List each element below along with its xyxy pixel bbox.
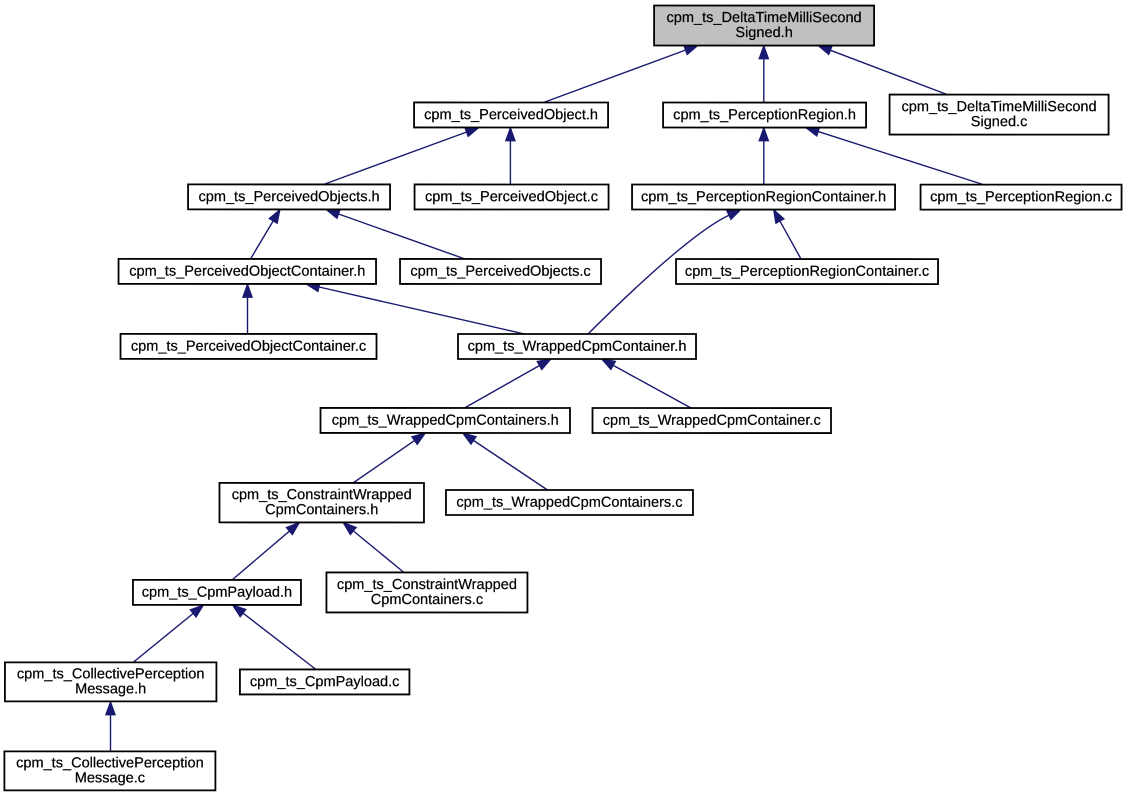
svg-text:cpm_ts_ConstraintWrapped: cpm_ts_ConstraintWrapped [337,577,517,593]
svg-text:cpm_ts_WrappedCpmContainers.h: cpm_ts_WrappedCpmContainers.h [332,413,559,429]
svg-text:CpmContainers.h: CpmContainers.h [265,502,378,518]
svg-text:Message.c: Message.c [75,770,145,786]
svg-text:cpm_ts_PerceivedObjects.c: cpm_ts_PerceivedObjects.c [410,264,590,280]
svg-text:cpm_ts_DeltaTimeMilliSecond: cpm_ts_DeltaTimeMilliSecond [667,10,862,26]
svg-text:cpm_ts_WrappedCpmContainer.c: cpm_ts_WrappedCpmContainer.c [603,413,821,429]
svg-text:CpmContainers.c: CpmContainers.c [371,592,483,608]
svg-text:Signed.h: Signed.h [735,25,792,41]
svg-text:cpm_ts_WrappedCpmContainer.h: cpm_ts_WrappedCpmContainer.h [468,339,687,355]
svg-text:Signed.c: Signed.c [971,114,1028,130]
svg-text:cpm_ts_CollectivePerception: cpm_ts_CollectivePerception [16,755,204,771]
svg-text:cpm_ts_ConstraintWrapped: cpm_ts_ConstraintWrapped [232,487,412,503]
svg-text:cpm_ts_CpmPayload.c: cpm_ts_CpmPayload.c [250,674,400,690]
svg-text:cpm_ts_PerceptionRegionContain: cpm_ts_PerceptionRegionContainer.h [641,189,886,205]
svg-text:cpm_ts_PerceivedObjects.h: cpm_ts_PerceivedObjects.h [198,189,379,205]
svg-text:cpm_ts_DeltaTimeMilliSecond: cpm_ts_DeltaTimeMilliSecond [902,99,1097,115]
svg-text:cpm_ts_WrappedCpmContainers.c: cpm_ts_WrappedCpmContainers.c [456,495,682,511]
svg-text:Message.h: Message.h [75,681,146,697]
svg-text:cpm_ts_PerceptionRegionContain: cpm_ts_PerceptionRegionContainer.c [685,264,929,280]
svg-text:cpm_ts_PerceivedObjectContaine: cpm_ts_PerceivedObjectContainer.h [129,264,365,280]
svg-text:cpm_ts_PerceivedObjectContaine: cpm_ts_PerceivedObjectContainer.c [131,339,366,355]
svg-text:cpm_ts_PerceivedObject.h: cpm_ts_PerceivedObject.h [424,107,598,123]
svg-text:cpm_ts_PerceivedObject.c: cpm_ts_PerceivedObject.c [425,189,598,205]
svg-text:cpm_ts_PerceptionRegion.h: cpm_ts_PerceptionRegion.h [673,107,856,123]
svg-text:cpm_ts_CpmPayload.h: cpm_ts_CpmPayload.h [142,585,292,601]
svg-text:cpm_ts_CollectivePerception: cpm_ts_CollectivePerception [17,666,205,682]
svg-text:cpm_ts_PerceptionRegion.c: cpm_ts_PerceptionRegion.c [930,189,1112,205]
